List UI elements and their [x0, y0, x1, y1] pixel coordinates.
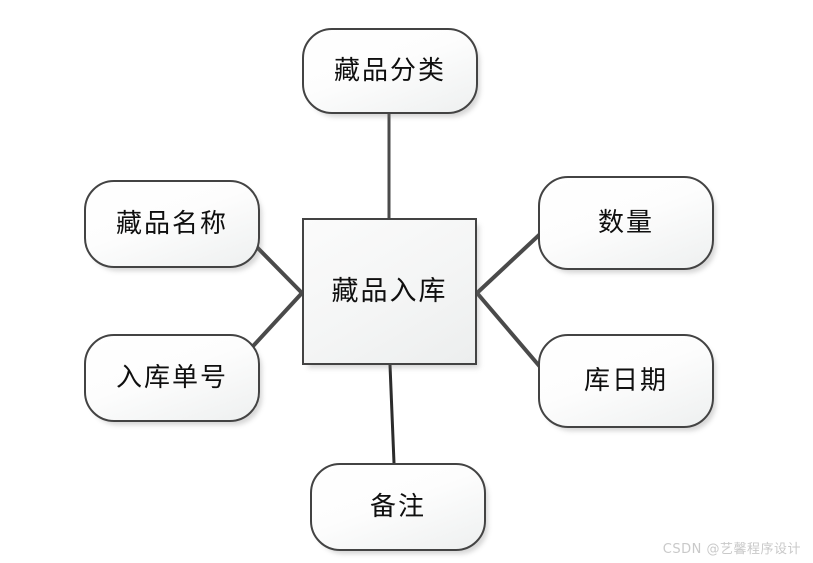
attribute-node-quantity[interactable]: 数量 [538, 176, 714, 270]
attribute-node-name-label: 藏品名称 [115, 209, 228, 239]
attribute-node-name[interactable]: 藏品名称 [84, 180, 260, 268]
attribute-node-remark-label: 备注 [369, 492, 426, 522]
attribute-node-docno-label: 入库单号 [115, 363, 228, 393]
attribute-node-category[interactable]: 藏品分类 [302, 28, 478, 114]
watermark-text: CSDN @艺馨程序设计 [662, 542, 801, 557]
edge-entity-remark [388, 364, 396, 464]
attribute-node-date[interactable]: 库日期 [538, 334, 714, 428]
attribute-node-remark[interactable]: 备注 [310, 463, 486, 551]
attribute-node-docno[interactable]: 入库单号 [84, 334, 260, 422]
attribute-node-quantity-label: 数量 [597, 208, 654, 238]
attribute-node-date-label: 库日期 [583, 366, 668, 396]
attribute-node-category-label: 藏品分类 [333, 56, 446, 86]
entity-node-main-label: 藏品入库 [331, 276, 448, 307]
entity-node-main[interactable]: 藏品入库 [302, 218, 477, 365]
